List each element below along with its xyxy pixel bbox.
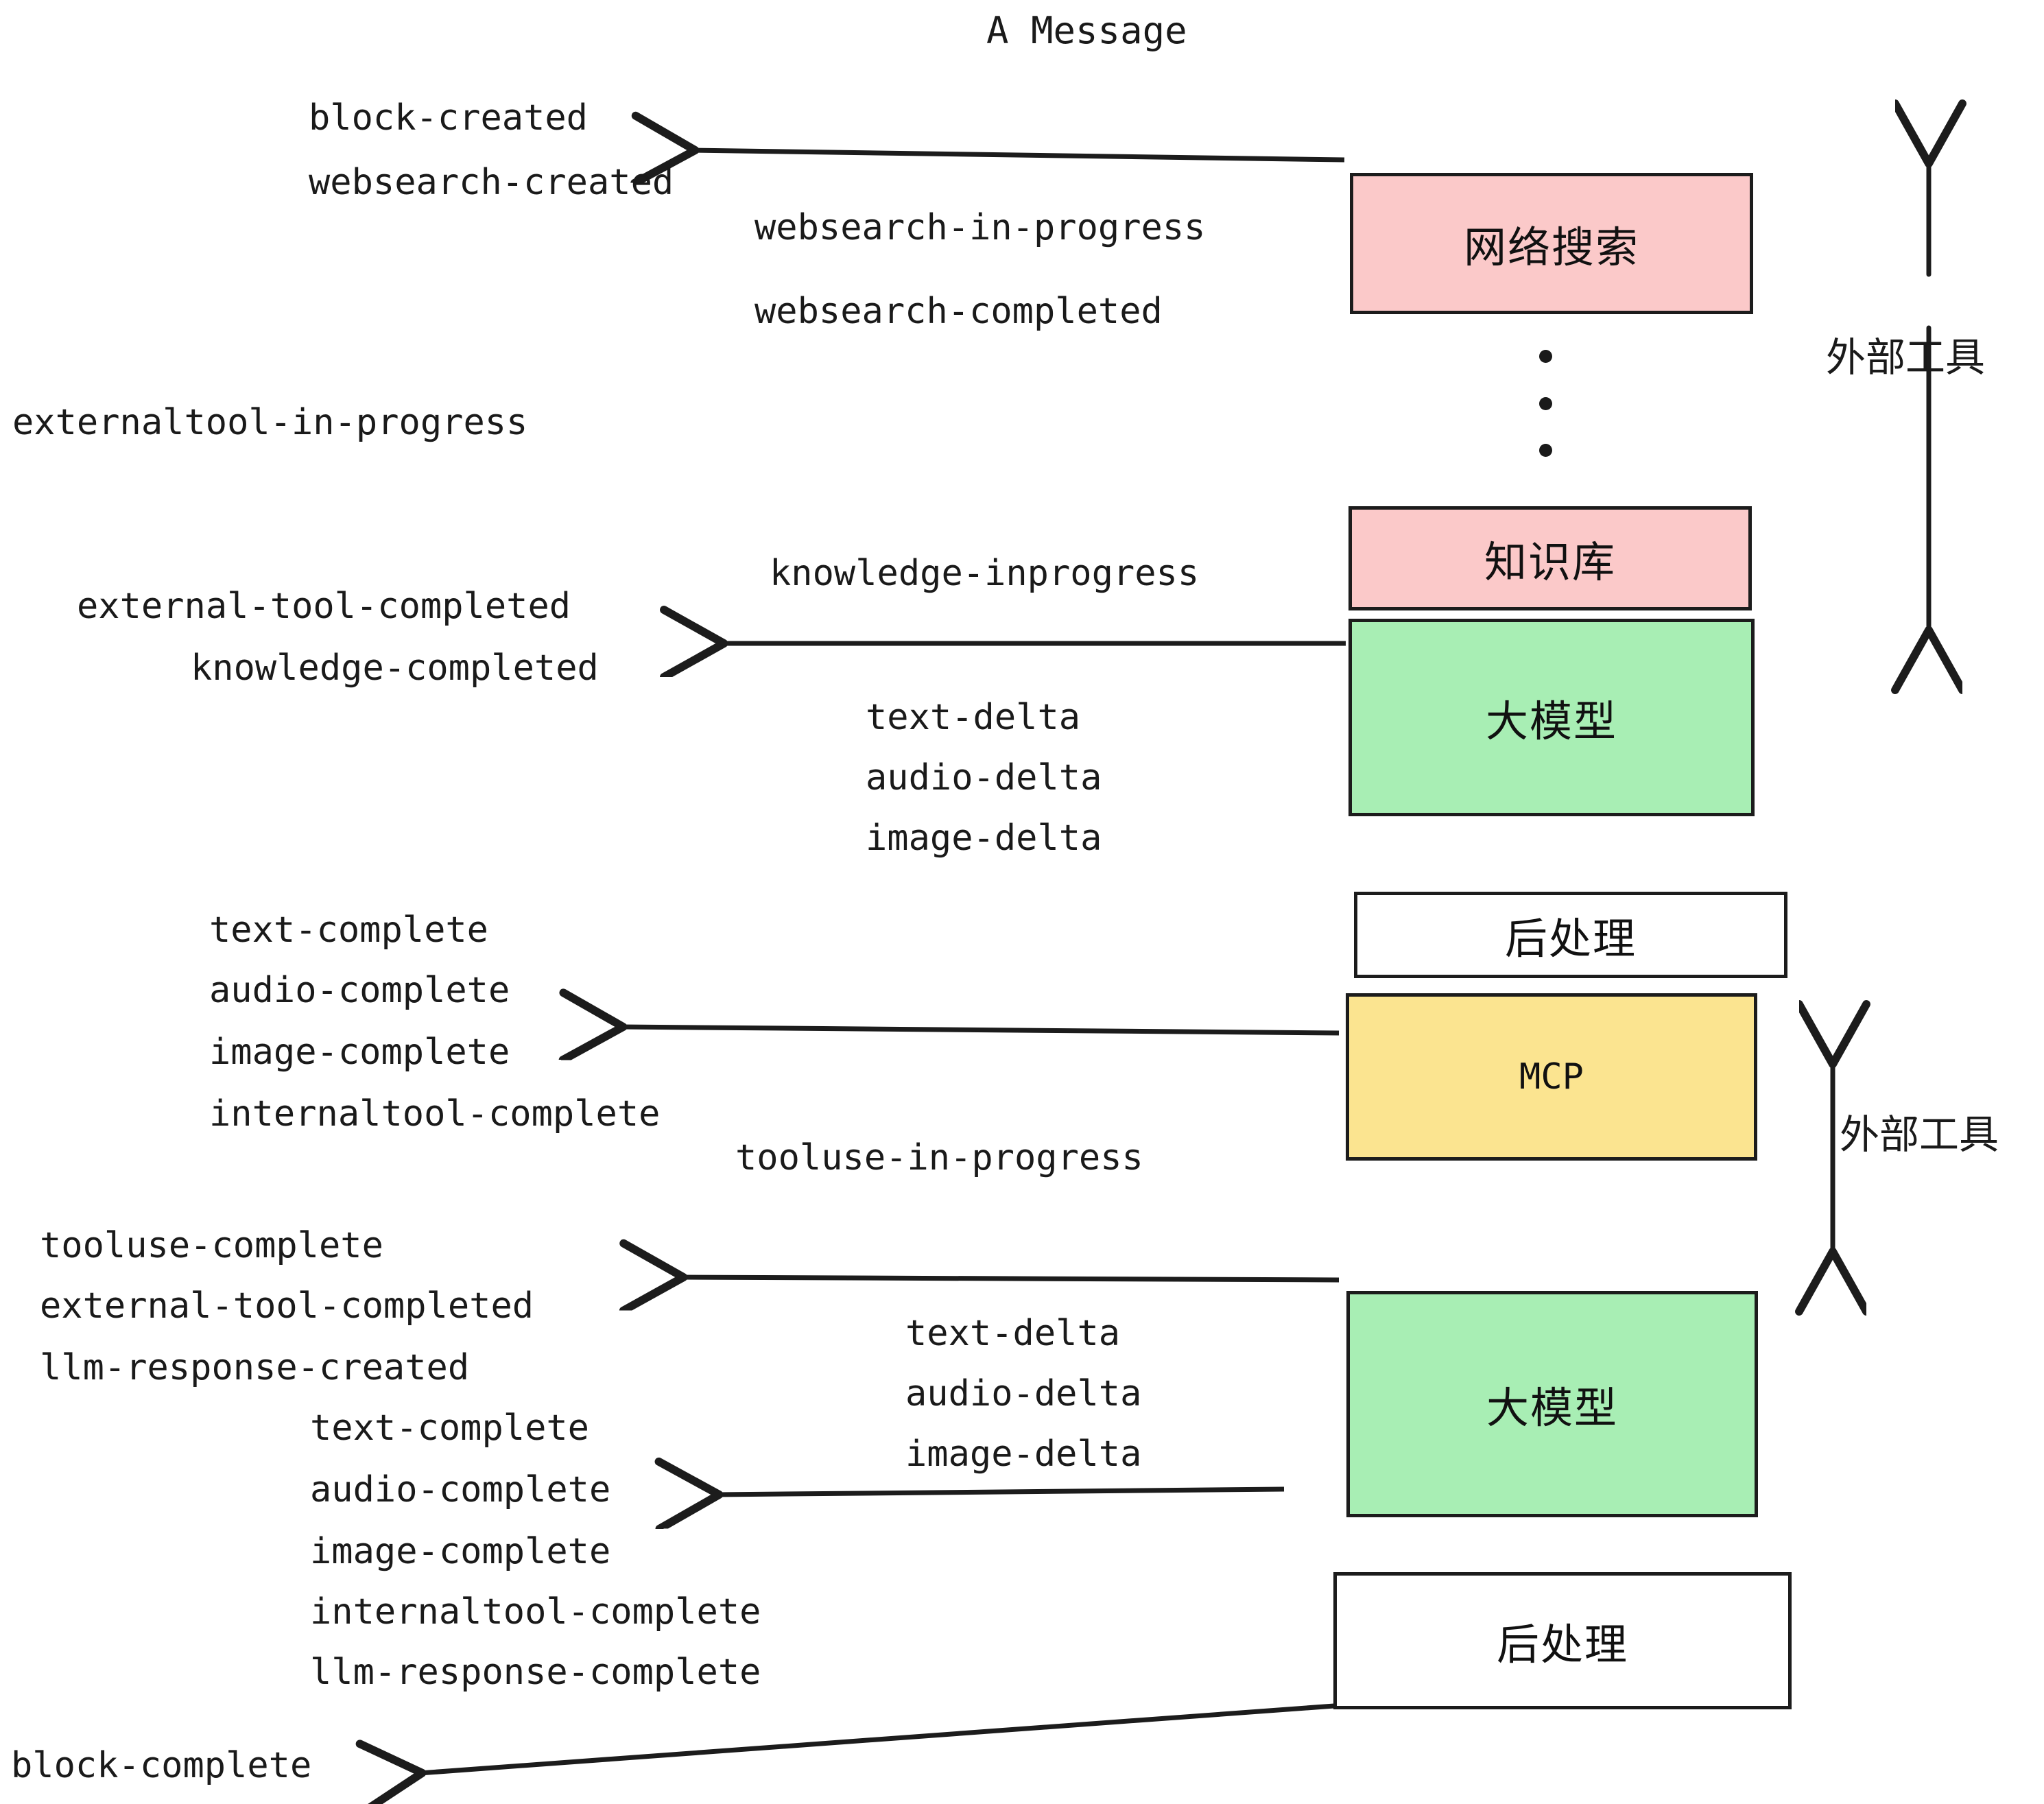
node-postprocess-1[interactable]: 后处理 [1354,892,1787,978]
arrow-mcp-to-image-complete [621,1027,1340,1033]
ellipsis-dot [1538,350,1552,363]
event-image-complete-2: image-complete [310,1531,611,1572]
arrow-postprocess2-to-block-complete [420,1703,1335,1773]
event-audio-delta-1: audio-delta [866,757,1102,798]
page-title: A Message [986,9,1187,52]
event-image-delta-1: image-delta [866,818,1102,859]
event-websearch-in-progress: websearch-in-progress [754,207,1206,248]
node-knowledge[interactable]: 知识库 [1348,506,1752,610]
ellipsis-dot [1538,396,1552,410]
event-audio-delta-2: audio-delta [905,1373,1142,1414]
node-llm-1-label: 大模型 [1485,696,1617,746]
event-image-complete-1: image-complete [209,1032,510,1073]
event-internaltool-complete-1: internaltool-complete [209,1093,661,1135]
event-websearch-created: websearch-created [309,162,674,203]
node-llm-2[interactable]: 大模型 [1346,1291,1758,1517]
event-llm-response-complete: llm-response-complete [310,1652,761,1693]
event-tooluse-complete: tooluse-complete [40,1225,383,1266]
event-image-delta-2: image-delta [905,1434,1142,1475]
event-internaltool-complete-2: internaltool-complete [310,1591,761,1633]
node-llm-1[interactable]: 大模型 [1348,619,1755,816]
event-text-complete-1: text-complete [209,910,488,951]
arrow-websearch-to-block-created [693,150,1345,160]
event-external-tool-completed-2: external-tool-completed [40,1285,534,1327]
side-label-external-tool-bottom: 外部工具 [1840,1111,1999,1158]
node-websearch-label: 网络搜索 [1463,222,1639,272]
event-block-complete: block-complete [11,1745,312,1786]
node-postprocess-2-label: 后处理 [1496,1619,1628,1670]
event-block-created: block-created [309,97,588,139]
node-mcp-label: MCP [1519,1056,1584,1097]
node-websearch[interactable]: 网络搜索 [1350,173,1753,314]
node-llm-2-label: 大模型 [1486,1383,1618,1433]
event-llm-response-created: llm-response-created [40,1347,470,1388]
side-label-external-tool-top: 外部工具 [1826,334,1986,381]
event-knowledge-completed: knowledge-completed [191,648,599,689]
ellipsis-dot [1538,444,1552,457]
event-tooluse-in-progress: tooluse-in-progress [735,1137,1143,1178]
event-text-delta-2: text-delta [905,1313,1121,1354]
event-websearch-completed: websearch-completed [754,291,1163,332]
arrow-llm2-to-tooluse-complete [681,1277,1340,1280]
event-external-tool-completed-1: external-tool-completed [77,586,571,627]
event-audio-complete-1: audio-complete [209,970,510,1011]
event-externaltool-in-progress: externaltool-in-progress [12,402,528,443]
arrow-llm2-to-audio-complete [717,1489,1285,1495]
vertical-ellipsis-icon [1538,350,1552,457]
node-knowledge-label: 知识库 [1484,537,1616,587]
event-text-delta-1: text-delta [866,697,1081,738]
node-postprocess-2[interactable]: 后处理 [1333,1572,1792,1709]
node-mcp[interactable]: MCP [1346,993,1757,1161]
node-postprocess-1-label: 后处理 [1504,914,1637,964]
event-audio-complete-2: audio-complete [310,1469,611,1510]
event-text-complete-2: text-complete [310,1408,589,1449]
event-knowledge-inprogress: knowledge-inprogress [770,553,1200,594]
